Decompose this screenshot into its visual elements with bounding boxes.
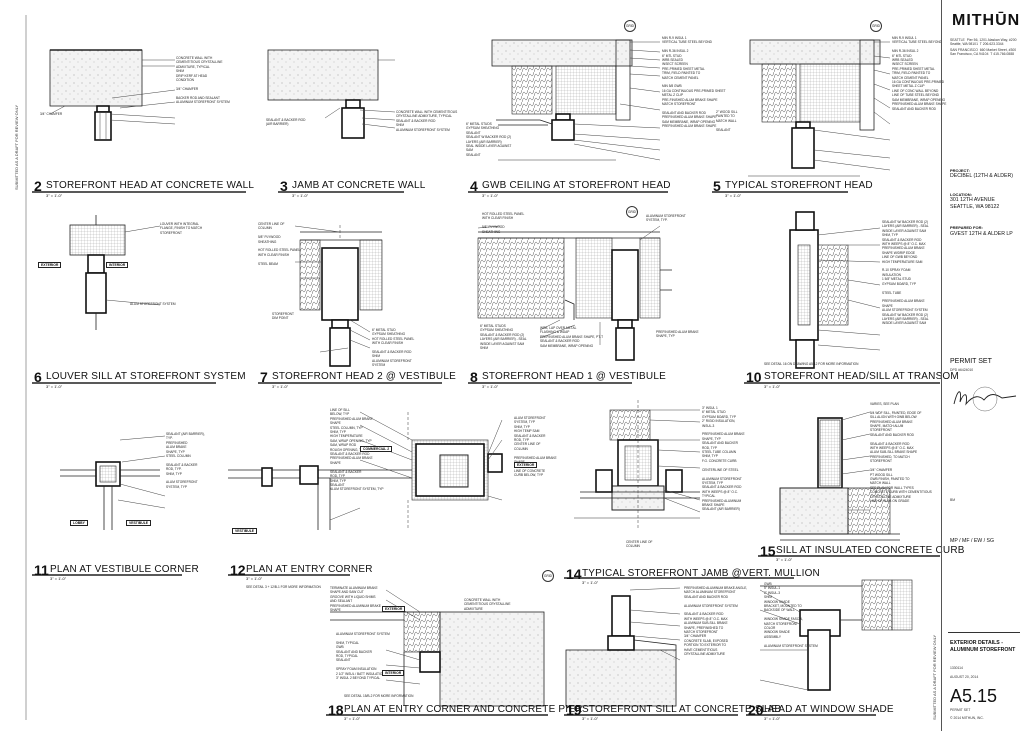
detail-7-notes: CENTER LINE OF COLUMN 5/8" PLYWOOD SHEAT… xyxy=(258,222,301,266)
detail-3-left-note: SEALANT & BACKER ROD (AIR BARRIER) xyxy=(266,118,306,127)
team-initials: MP / MF / EW / SG xyxy=(950,538,994,544)
detail-2-notes: CONCRETE WALL WITH CEMENTITIOUS CRYSTALL… xyxy=(176,56,230,105)
detail-4-notes: MIN R-9 INSUL 1 VERTICAL TUBE STEEL BEYO… xyxy=(662,36,726,129)
detail-7-notes-c: STOREFRONT DIM POINT xyxy=(272,312,294,321)
grid-callout: GRID xyxy=(542,570,554,582)
prepared-for-label: PREPARED FOR: xyxy=(950,225,983,230)
detail-8-notes-b: 6" METAL STUDS GYPSUM SHEATHING SEALANT … xyxy=(480,324,527,351)
detail-2-left-note: 3/4" CHAMFER xyxy=(40,112,63,116)
detail-8-notes-c: WRB, LAP OVER METAL FLASHING & WDAP PREF… xyxy=(540,326,604,348)
project-name: DECIBEL (12TH & ALDER) xyxy=(950,173,1013,179)
detail-11-tag-vestibule: VESTIBULE xyxy=(126,520,152,526)
detail-18-notes: TERMINATE ALUMINUM BRAKE SHAPE AND SAW C… xyxy=(330,586,381,613)
detail-12-tag-commercial: COMMERCIAL 2 xyxy=(360,446,393,452)
office-san-francisco: SAN FRANCISCO 660 Market Street, #300 Sa… xyxy=(950,48,1017,57)
architect-signature xyxy=(953,386,1017,412)
title-divider xyxy=(948,632,1020,633)
detail-10-notes: SEALANT W/ BACKER ROD (2) LAYERS (AIR BA… xyxy=(882,220,929,326)
title-block: MITHŪN SEATTLE Pier 56, 1201 Alaskan Way… xyxy=(941,0,1024,731)
detail-12-ref: SEE DETAIL 3 + 12/B-1 FOR MORE INFORMATI… xyxy=(246,585,321,589)
project-number: 1330114 xyxy=(950,666,963,670)
side-note-right: SUBMITTED AS A DRAFT FOR REVIEW ONLY xyxy=(932,634,937,720)
company-logo: MITHŪN xyxy=(952,12,1021,29)
detail-12-tag-vestibule: VESTIBULE xyxy=(232,528,258,534)
detail-18-tag-exterior: EXTERIOR xyxy=(382,606,406,612)
detail-18-notes-b: ALUMINUM STOREFRONT SYSTEM SHIM, TYPICAL… xyxy=(336,632,390,681)
detail-6-tag-exterior: EXTERIOR xyxy=(38,262,62,268)
detail-19-notes: PREFINISHED ALUMINUM BRAKE ANGLE, MATCH … xyxy=(684,586,748,657)
detail-6-tag-interior: INTERIOR xyxy=(106,262,129,268)
location-label: LOCATION: xyxy=(950,192,972,197)
detail-14-notes: 3" INSUL 1 6" METAL STUD GYPSUM BOARD, T… xyxy=(702,406,745,512)
grid-callout: GRID xyxy=(626,206,638,218)
detail-5-left-notes: 2" WOOD SILL PAINTED TO MATCH WALL SEALA… xyxy=(716,110,738,132)
location-value: 301 12TH AVENUE SEATTLE, WA 98122 xyxy=(950,197,1000,210)
sheet-title: EXTERIOR DETAILS - ALUMINUM STOREFRONT xyxy=(950,640,1016,653)
copyright: © 2014 MITHUN, INC. xyxy=(950,716,984,720)
detail-8-notes-e: PREFINISHED ALUM BRAKE SHAPE, TYP xyxy=(656,330,699,339)
grid-callout: GRID xyxy=(624,20,636,32)
detail-3-notes: CONCRETE WALL WITH CEMENTITIOUS CRYSTALL… xyxy=(396,110,458,132)
detail-12-notes: LINE OF SILL BELOW, TYP PREFINISHED ALUM… xyxy=(330,408,384,492)
office-seattle: SEATTLE Pier 56, 1201 Alaskan Way, #200 … xyxy=(950,38,1017,47)
detail-12-tag-exterior: EXTERIOR xyxy=(514,462,538,468)
detail-4-left-notes: 6" METAL STUDS GYPSUM SHEATHING SEALANT … xyxy=(466,122,512,157)
detail-18-ref: SEE DETAIL 15/B-2 FOR MORE INFORMATION xyxy=(344,694,414,698)
sheet-status: PERMIT SET xyxy=(950,708,971,712)
detail-12-notes-b: ALUM STOREFRONT SYSTEM, TYP SHIM, TYP HI… xyxy=(514,416,557,478)
prepared-for-value: GVEST 12TH & ALDER LP xyxy=(950,231,1013,237)
sheet-number: A5.15 xyxy=(950,686,998,706)
issue-date: AUGUST 20, 2014 xyxy=(950,675,979,679)
detail-15-notes: VARIES, SEE PLAN 5/4 WDF SILL, PAINTED, … xyxy=(870,402,932,503)
detail-20-notes: GWB 5" INSUL-1 2" INSUL-3 SHIM WINDOW SH… xyxy=(764,582,818,648)
detail-10-ref: SEE DETAIL 16 ON DRAWING A5.12 FOR MORE … xyxy=(764,362,859,366)
detail-5-notes: MIN R-9 INSUL 1 VERTICAL TUBE STEEL BEYO… xyxy=(892,36,947,111)
detail-8-notes: HOT ROLLED STEEL PANEL WITH CLEAR FINISH… xyxy=(482,212,525,234)
detail-6-notes-b: ALUM STOREFRONT SYSTEM xyxy=(130,302,176,306)
detail-6-notes: LOUVER WITH INTEGRAL FLANGE, FINISH TO M… xyxy=(160,222,203,235)
dpd-number: DPD #6424010 xyxy=(950,368,974,372)
project-label: PROJECT: xyxy=(950,168,970,173)
detail-11-notes: SEALANT (AIR BARRIER), TYP. PREFINISHED … xyxy=(166,432,205,489)
detail-11-tag-lobby: LOBBY xyxy=(70,520,88,526)
initials: BM xyxy=(950,498,956,502)
permit-set-label: PERMIT SET xyxy=(950,358,992,365)
grid-callout: GRID xyxy=(870,20,882,32)
detail-8-notes-d: ALUMINUM STOREFRONT SYSTEM, TYP. xyxy=(646,214,686,223)
detail-18-tag-interior: INTERIOR xyxy=(382,670,405,676)
side-note-left: SUBMITTED AS A DRAFT FOR REVIEW ONLY xyxy=(14,104,19,190)
detail-7-notes-b: 6" METAL STUD GYPSUM SHEATHING HOT ROLLE… xyxy=(372,328,415,368)
detail-18-notes-c: CONCRETE WALL WITH CEMENTITIOUS CRYSTALL… xyxy=(464,598,511,611)
detail-14-notes-b: CENTER LINE OF COLUMN xyxy=(626,540,653,549)
